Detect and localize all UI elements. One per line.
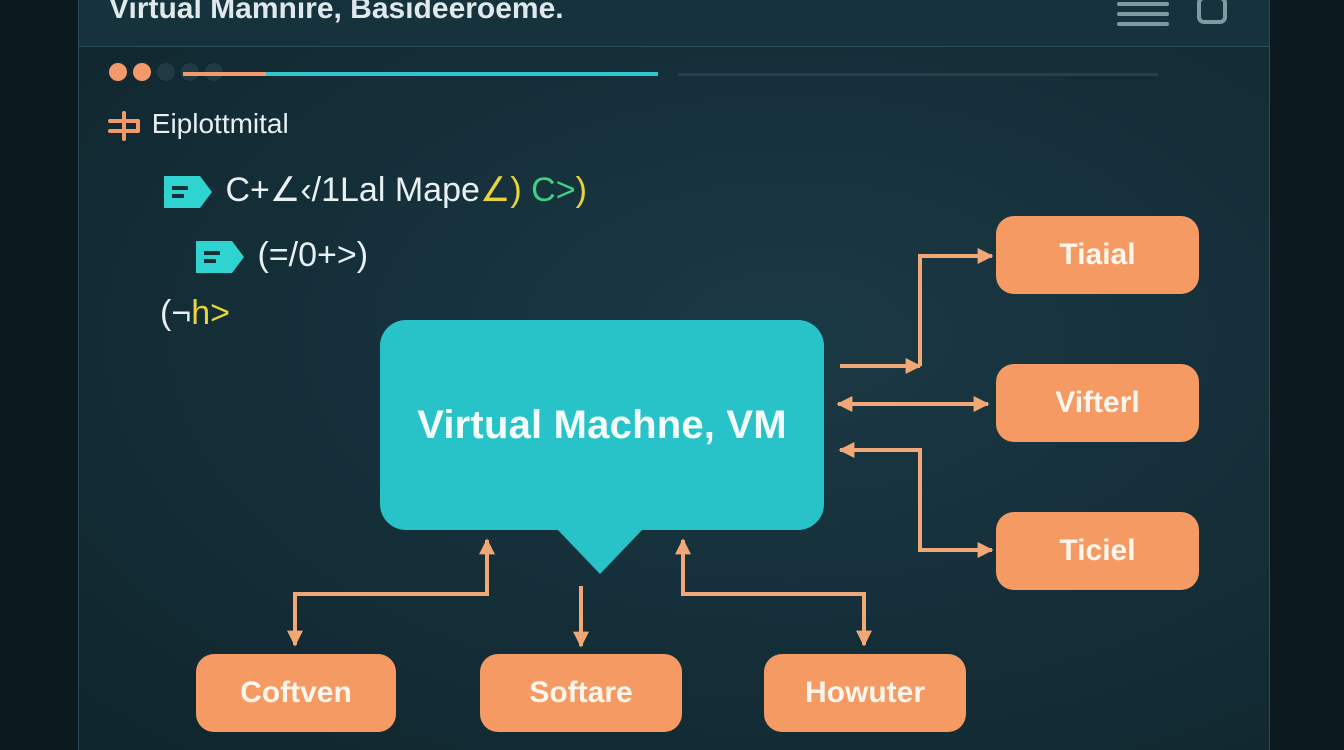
function-chip-icon bbox=[164, 176, 212, 209]
code-text: (¬ bbox=[160, 294, 192, 332]
title-bar: Virtual Mamnire, Basideeroeme. bbox=[79, 0, 1269, 47]
window-square-icon[interactable] bbox=[1197, 0, 1227, 24]
central-node-pointer bbox=[556, 528, 644, 574]
section-label-text: Eiplottmital bbox=[151, 108, 289, 139]
code-line-2: (=/0+>) bbox=[192, 236, 368, 277]
central-node-label: Virtual Machne, VM bbox=[417, 402, 787, 447]
node-label: Ticiel bbox=[1059, 534, 1136, 567]
branch-icon bbox=[108, 110, 140, 141]
node-right-bottom[interactable]: Ticiel bbox=[996, 512, 1199, 590]
node-label: Coftven bbox=[240, 676, 352, 709]
node-label: Howuter bbox=[805, 676, 925, 709]
code-line-1: C+∠‹/1Lal Mape∠) C>) bbox=[160, 170, 587, 212]
code-accent: C> bbox=[531, 171, 576, 209]
progress-bar-fill bbox=[266, 72, 658, 76]
node-bottom-right[interactable]: Howuter bbox=[764, 654, 966, 732]
status-dots bbox=[109, 63, 223, 81]
node-bottom-left[interactable]: Coftven bbox=[196, 654, 396, 732]
code-accent: ) bbox=[575, 171, 587, 209]
central-node[interactable]: Virtual Machne, VM bbox=[380, 320, 824, 530]
node-right-middle[interactable]: Vifterl bbox=[996, 364, 1199, 442]
node-right-top[interactable]: Tiaial bbox=[996, 216, 1199, 294]
status-dot bbox=[157, 63, 175, 81]
code-line-3: (¬h> bbox=[160, 294, 230, 333]
node-bottom-middle[interactable]: Softare bbox=[480, 654, 682, 732]
progress-rest-line bbox=[678, 73, 1158, 76]
status-dot bbox=[109, 63, 127, 81]
section-header: Eiplottmital bbox=[104, 108, 289, 143]
code-accent: h> bbox=[191, 294, 230, 332]
function-chip-icon bbox=[196, 241, 244, 274]
code-text: C+∠‹/1Lal Mape bbox=[225, 171, 480, 209]
node-label: Tiaial bbox=[1059, 238, 1136, 271]
code-accent: ∠) bbox=[479, 171, 522, 209]
code-text: (=/0+>) bbox=[257, 236, 369, 274]
status-dot bbox=[133, 63, 151, 81]
window-title: Virtual Mamnire, Basideeroeme. bbox=[109, 0, 564, 25]
hamburger-menu-icon[interactable] bbox=[1117, 2, 1169, 26]
node-label: Vifterl bbox=[1055, 386, 1140, 419]
node-label: Softare bbox=[529, 676, 633, 709]
